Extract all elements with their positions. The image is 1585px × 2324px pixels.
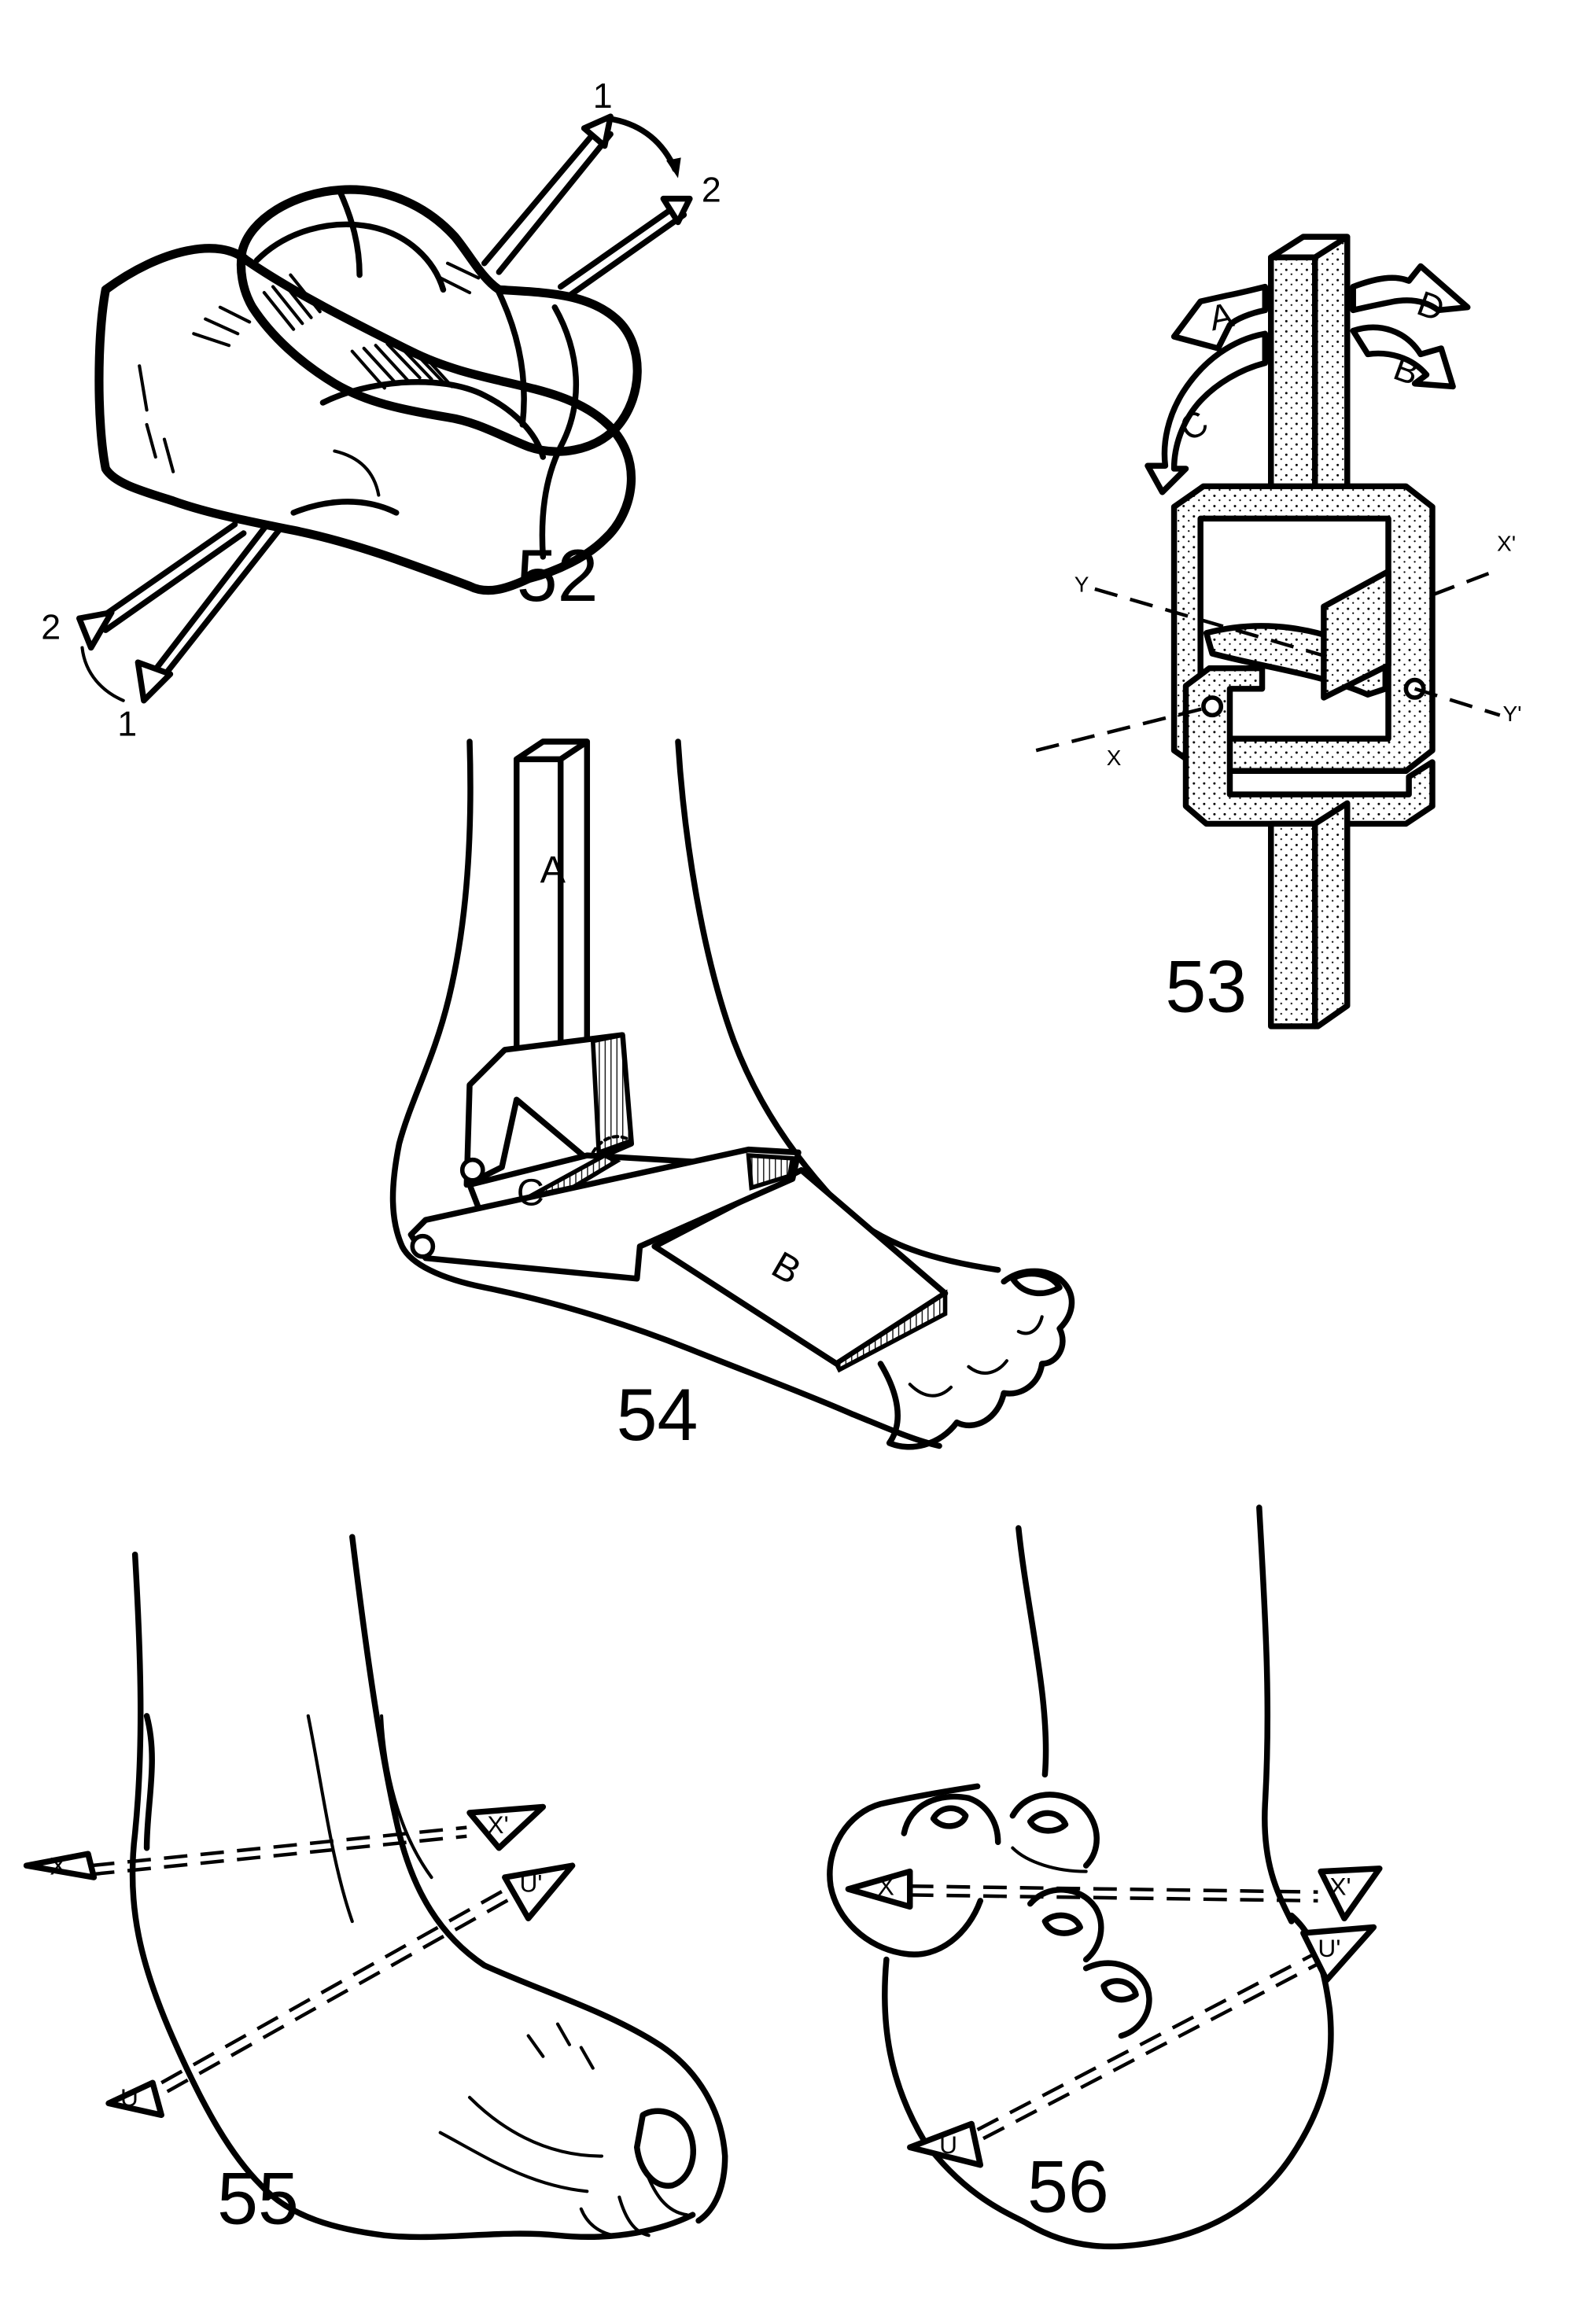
figure-55-foot-dorsal: X X' U' U 55 [23,1534,728,2241]
fig53-axis-y [1094,587,1328,658]
fig53-lower-yoke [1182,665,1436,827]
fig54-label-a: A [540,849,566,891]
fig55-number: 55 [217,2157,299,2239]
figure-53-universal-joint-model: A D B C Y X' X Y' 53 [1035,234,1522,1029]
fig52-label-top-1: 1 [593,76,613,116]
fig54-leg-outline-left [389,738,942,1449]
fig56-axis-u [976,1952,1316,2131]
fig53-label-x: X [1107,746,1122,770]
calcaneus-outline [94,244,636,595]
figure-52-talus-calcaneus: 1 2 2 1 52 [41,76,721,744]
fig54-rod-a [514,738,591,1068]
fig55-label-x: X [50,1851,66,1880]
fig54-leg-outline-right [675,738,1001,1273]
fig56-label-x: X [878,1872,894,1900]
fig52-label-bottom-1: 1 [117,705,137,744]
fig53-number: 53 [1165,945,1247,1027]
fig55-leg-outline [129,1551,696,2241]
fig53-lower-rod [1268,800,1351,1029]
fig54-label-c: C [517,1172,544,1214]
fig52-label-bottom-2: 2 [41,607,61,646]
fig56-label-u-prime: U' [1318,1934,1340,1962]
fig52-axis-arrows [76,113,693,704]
fig56-number: 56 [1027,2145,1109,2227]
fig53-rotation-arrows [1145,263,1471,495]
figure-54-ankle-mechanism: A B C 54 [389,738,1075,1456]
fig56-toes [901,1792,1152,2039]
fig55-toes [633,2108,696,2189]
figure-56-foot-plantar: X X' U' U 56 [827,1505,1383,2250]
fig56-leg-outline [1016,1525,1049,1778]
talus-outline [236,185,642,456]
fig54-number: 54 [617,1374,699,1456]
fig54-lower-bar [407,1146,802,1282]
fig53-label-x-prime: X' [1497,531,1516,555]
ligament-hatching [138,261,481,473]
fig52-label-top-2: 2 [702,170,721,209]
fig53-label-y: Y [1074,573,1089,597]
fig56-label-x-prime: X' [1329,1872,1351,1900]
fig53-label-y-prime: Y' [1503,702,1522,726]
fig56-sole-outline [882,1912,1334,2250]
fig55-axis-u [160,1881,518,2085]
fig56-axis-x [909,1884,1318,1894]
rotation-arrow-b [1350,324,1456,390]
fig56-label-u: U [939,2131,957,2159]
fig55-axis-x [90,1825,467,1868]
fig55-label-u-prime: U' [519,1869,542,1898]
rotation-arrow-c [1145,330,1268,495]
fig55-label-x-prime: X' [487,1810,508,1839]
rotation-arrow-d [1350,263,1471,314]
fig55-label-u: U [120,2083,138,2112]
fig52-number: 52 [517,535,599,617]
fig54-toes [877,1268,1075,1450]
rotation-arrow-a [1170,283,1268,352]
fig53-axis-x [1035,705,1213,753]
